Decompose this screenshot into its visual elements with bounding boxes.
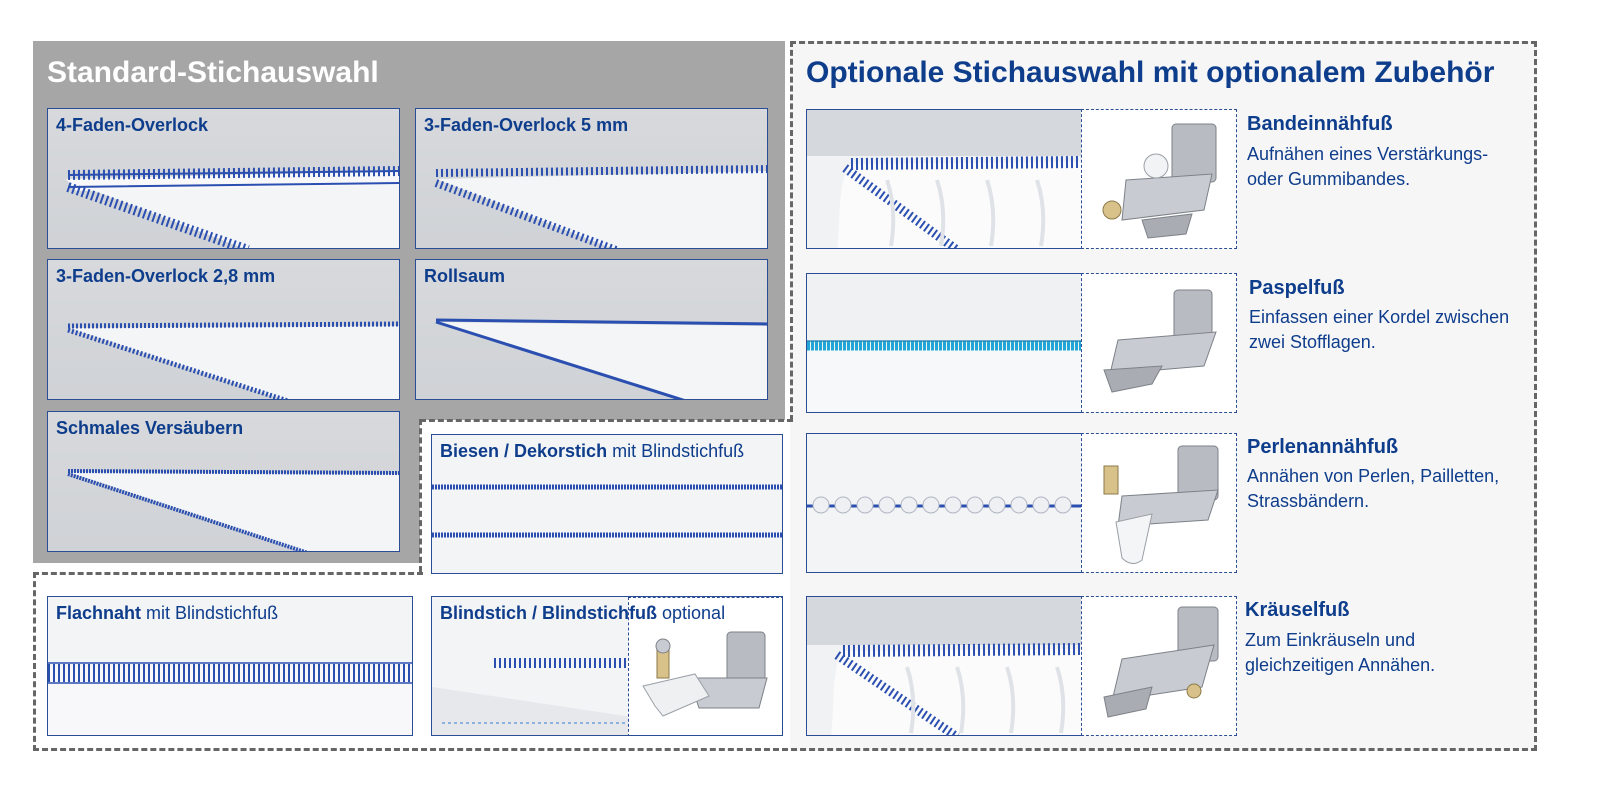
stitch-tile-narrow-hem: Schmales Versäubern [47,411,400,552]
piping-foot-image [1081,273,1237,413]
stitch-note: optional [662,603,726,623]
stitch-sample-image [432,484,782,538]
stitch-label: Schmales Versäubern [56,418,244,438]
presser-foot-icon [1102,123,1217,239]
sample-gathering [806,596,1082,736]
stitch-sample-image [48,662,412,735]
stitch-label: Blindstich / Blindstichfuß [440,603,657,623]
sample-beads [806,433,1082,573]
stitch-tile-3-thread-overlock-5mm: 3-Faden-Overlock 5 mm [415,108,768,249]
stitch-tile-pintuck-decorative: Biesen / Dekorstich mit Blindstichfuß [431,434,783,574]
stitch-tile-rolled-hem: Rollsaum [415,259,768,400]
stitch-tile-3-thread-overlock-2-8mm: 3-Faden-Overlock 2,8 mm [47,259,400,400]
foot-title: Paspelfuß [1249,277,1345,299]
stitch-tile-4-thread-overlock: 4-Faden-Overlock [47,108,400,249]
stitch-sample-image [432,658,632,735]
stitch-label: 3-Faden-Overlock 5 mm [424,115,629,135]
sample-elastic-tape [806,109,1082,249]
blind-stitch-foot-image [628,597,782,735]
foot-description: Aufnähen eines Verstärkungs- oder Gummib… [1247,144,1489,189]
foot-description: Einfassen einer Kordel zwischen zwei Sto… [1249,307,1510,352]
stitch-sample-image [434,165,767,248]
elastic-tape-foot-image [1081,109,1237,249]
stitch-sample-image [66,166,399,248]
stitch-note: mit Blindstichfuß [146,603,279,623]
stitch-sample-image [67,469,399,551]
foot-title: Perlenannähfuß [1247,436,1399,458]
optional-title: Optionale Stichauswahl mit optionalem Zu… [806,56,1495,89]
gathering-foot-image [1081,596,1237,736]
presser-foot-icon [642,631,768,717]
stitch-sample-image [807,340,1081,412]
stitch-note: mit Blindstichfuß [612,441,745,461]
foot-title: Kräuselfuß [1245,599,1350,621]
stitch-label: Rollsaum [424,266,506,286]
stitch-label: 4-Faden-Overlock [56,115,209,135]
stitch-tile-flatlock: Flachnaht mit Blindstichfuß [47,596,413,736]
presser-foot-icon [1103,445,1219,564]
bead-foot-image [1081,433,1237,573]
foot-title: Bandeinnähfuß [1247,113,1393,135]
stitch-tile-blind-stitch: Blindstich / Blindstichfuß optional [431,596,783,736]
stitch-label: Biesen / Dekorstich [440,441,608,461]
stitch-sample-image [67,321,399,399]
stitch-sample-image [435,318,767,399]
presser-foot-icon [1103,289,1217,393]
stitch-sample-image [807,110,1081,248]
stitch-label: 3-Faden-Overlock 2,8 mm [56,266,276,286]
stitch-sample-image [807,597,1081,735]
foot-description: Annähen von Perlen, Pailletten, Strassbä… [1247,466,1500,511]
sample-piping [806,273,1082,413]
foot-description: Zum Einkräuseln und gleichzeitigen Annäh… [1245,630,1436,675]
standard-title: Standard-Stichauswahl [47,56,379,89]
presser-foot-icon [1103,606,1219,718]
stitch-sample-image [807,496,1081,514]
stitch-label: Flachnaht [56,603,142,623]
